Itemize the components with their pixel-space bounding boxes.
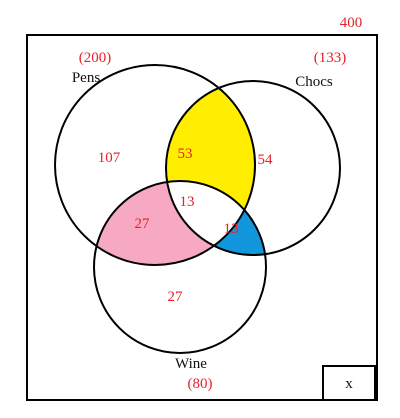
chocs-count: (133) <box>314 50 347 66</box>
wine-circle <box>93 180 267 354</box>
pens-count: (200) <box>79 50 112 66</box>
region-pens-only: 107 <box>98 150 121 166</box>
region-pens-wine: 27 <box>135 216 151 232</box>
chocs-label: Chocs <box>295 74 333 90</box>
region-chocs-only: 54 <box>258 152 274 168</box>
universe-total: 400 <box>340 15 363 31</box>
universe-box <box>26 34 378 401</box>
region-chocs-wine: 13 <box>224 221 239 237</box>
pens-circle <box>54 64 256 266</box>
region-wine-only: 27 <box>168 289 184 305</box>
region-all-three: 13 <box>180 194 195 210</box>
pens-label: Pens <box>72 70 101 86</box>
chocs-circle <box>165 80 341 256</box>
outside-label: x <box>345 376 353 392</box>
region-pens-chocs: 53 <box>178 146 193 162</box>
wine-count: (80) <box>188 376 213 392</box>
wine-label: Wine <box>175 356 207 372</box>
outside-box <box>322 365 376 401</box>
